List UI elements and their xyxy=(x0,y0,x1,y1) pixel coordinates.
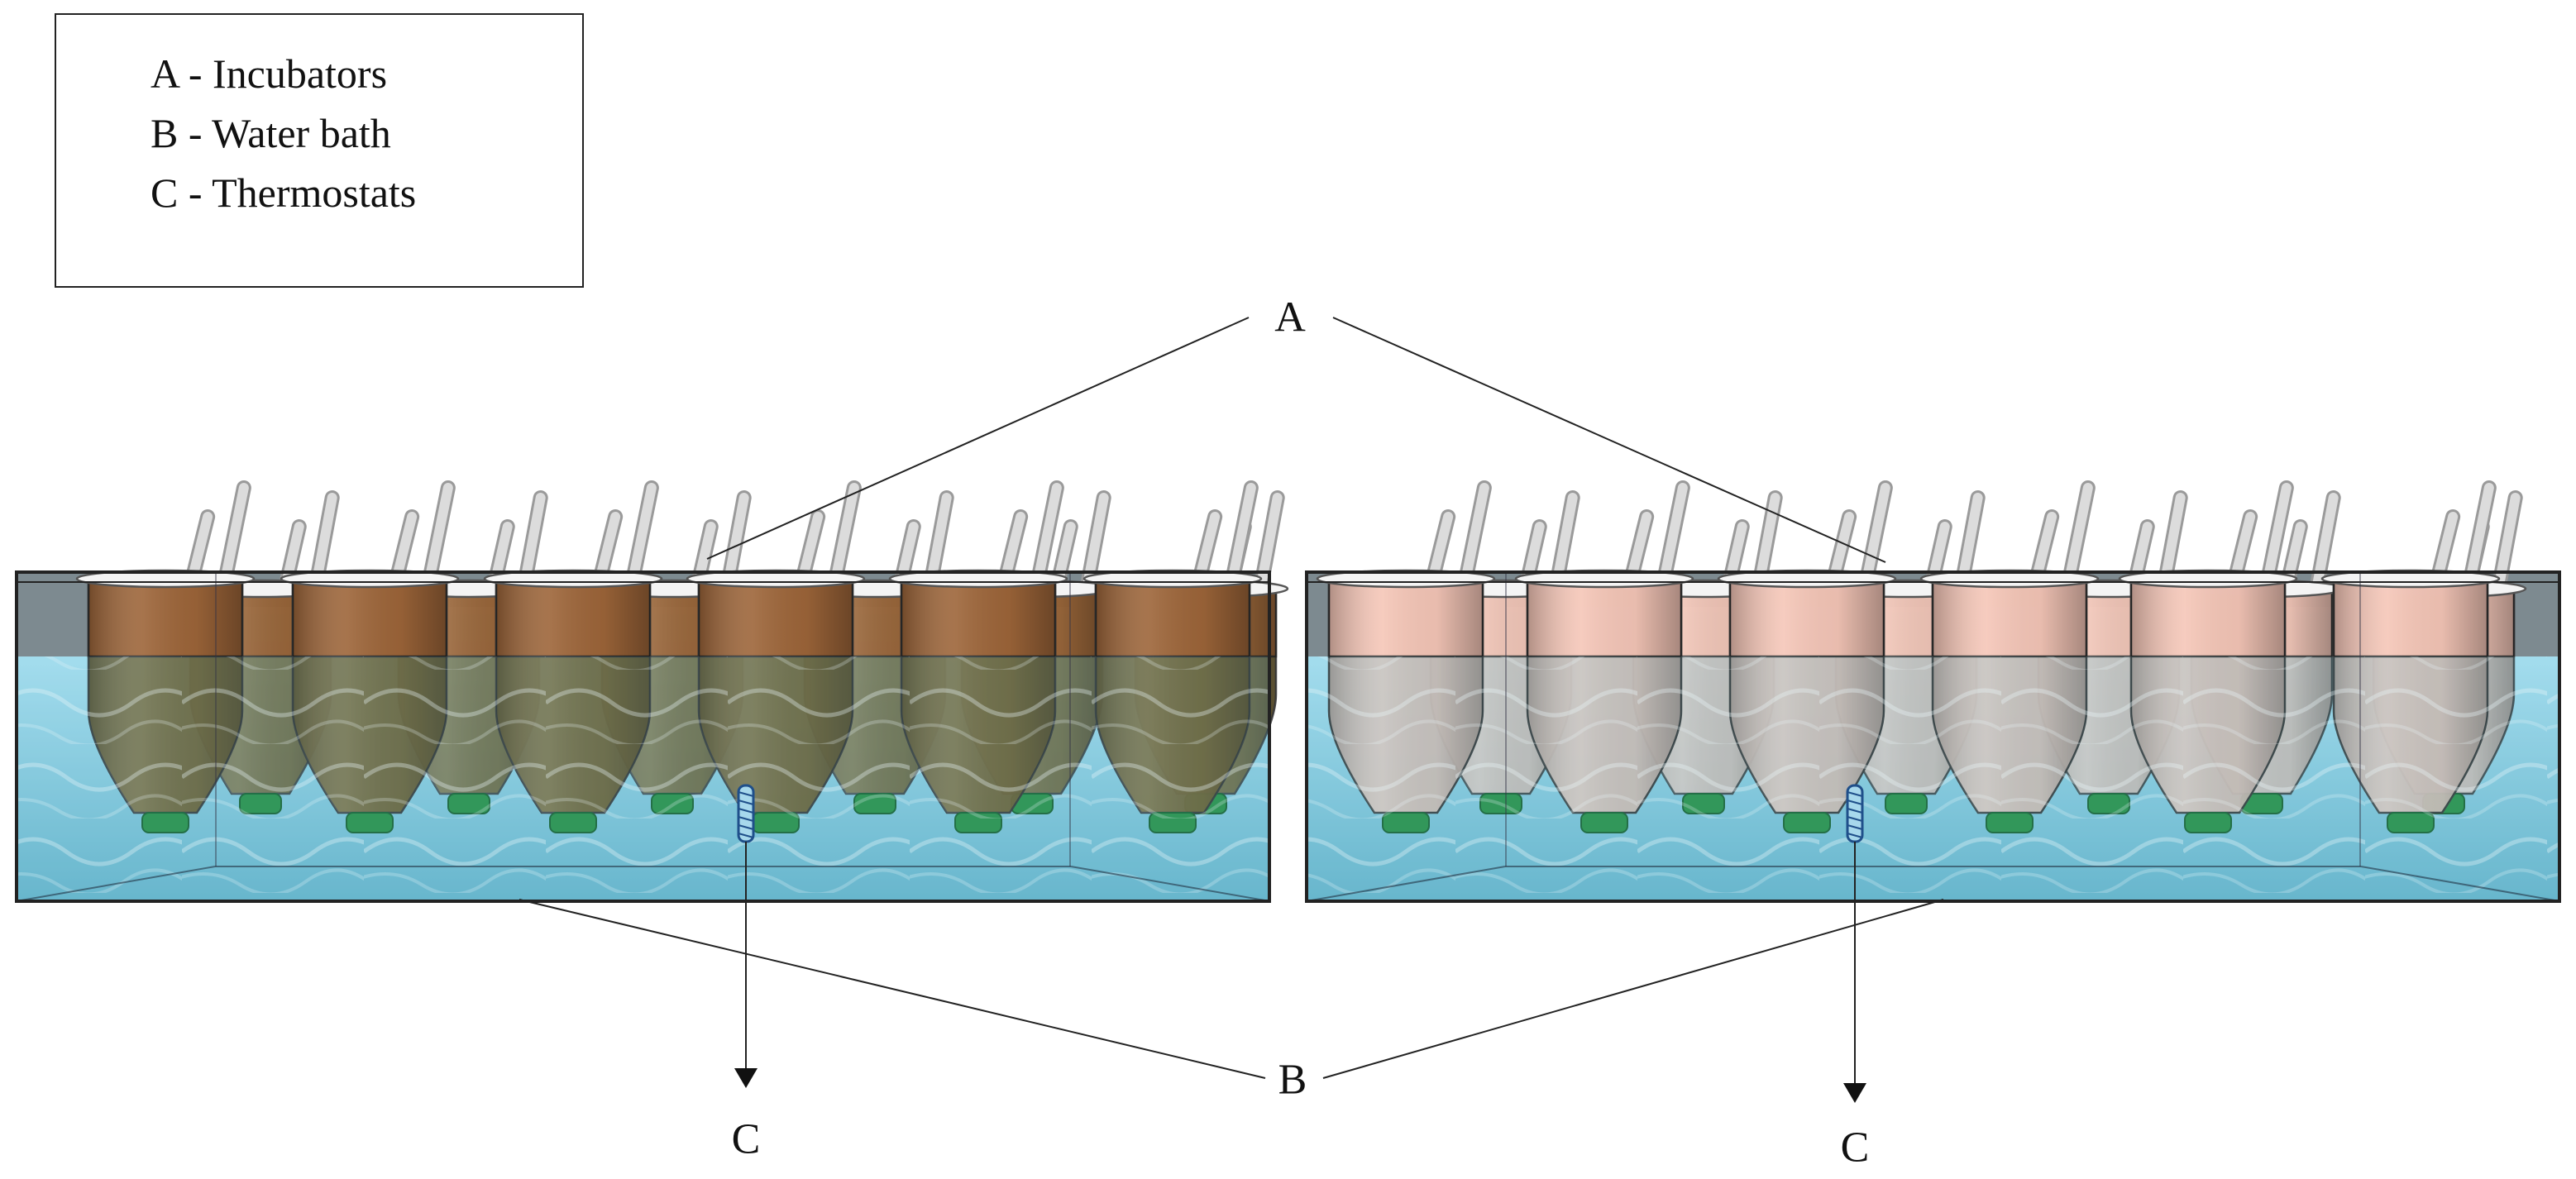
thermostat-coil xyxy=(1847,833,1863,838)
tube xyxy=(2263,483,2292,584)
tube xyxy=(1427,512,1454,584)
leader-b-right xyxy=(1322,899,1944,1079)
leader-lines xyxy=(519,317,1944,1103)
thermostat-coil xyxy=(738,824,754,830)
right-tank xyxy=(1305,480,2561,903)
water-caustics xyxy=(1307,656,2559,901)
tube xyxy=(628,483,657,584)
tank-frame xyxy=(15,570,1271,903)
tank-frame xyxy=(1305,570,2561,903)
callout-label-c-right: C xyxy=(1840,1124,1870,1172)
tank-inner-corner xyxy=(2359,572,2361,866)
tube xyxy=(220,483,249,584)
tube xyxy=(424,483,453,584)
thermostat-coil xyxy=(738,800,754,805)
tube xyxy=(595,512,621,584)
left-tank xyxy=(15,480,1289,903)
tube xyxy=(1227,483,1256,584)
tube xyxy=(2031,512,2057,584)
water-tint xyxy=(17,656,1269,901)
tank-floor-edge xyxy=(1070,866,1270,902)
tube xyxy=(1626,512,1652,584)
callout-label-c-left: C xyxy=(731,1115,761,1163)
tube xyxy=(2064,483,2093,584)
tube xyxy=(391,512,418,584)
tube xyxy=(1828,512,1855,584)
thermostat xyxy=(1846,784,1864,843)
leader-a-left xyxy=(706,317,1250,560)
legend-item-thermostats: C - Thermostats xyxy=(151,169,417,216)
arrowhead-c-right xyxy=(1843,1083,1866,1103)
tank-floor-edge xyxy=(2360,866,2560,902)
legend-item-incubators: A - Incubators xyxy=(151,50,388,97)
tube xyxy=(2432,512,2459,584)
tank-inner-corner xyxy=(1505,572,1507,866)
tank-floor-edge xyxy=(1306,866,1506,902)
water-caustics xyxy=(17,656,1269,901)
tank-floor-edge xyxy=(16,866,216,902)
thermostat-coil xyxy=(1847,800,1863,805)
leader-a-right xyxy=(1332,317,1886,563)
tube xyxy=(1000,512,1026,584)
thermostat-coil xyxy=(738,791,754,797)
tank-inner-corner xyxy=(215,572,217,866)
tube xyxy=(1033,483,1062,584)
tube xyxy=(1659,483,1688,584)
tube xyxy=(2465,483,2494,584)
tube xyxy=(797,512,824,584)
thermostat-coil xyxy=(1847,816,1863,822)
thermostat xyxy=(737,784,755,843)
callout-label-a: A xyxy=(1274,294,1306,341)
tank-inner-corner xyxy=(1069,572,1071,866)
arrowhead-c-left xyxy=(734,1068,758,1088)
legend-item-water-bath: B - Water bath xyxy=(151,110,391,156)
legend-box: A - Incubators B - Water bath C - Thermo… xyxy=(55,13,584,288)
tube xyxy=(830,483,859,584)
tube xyxy=(1862,483,1890,584)
tube xyxy=(1194,512,1221,584)
thermostat-coil xyxy=(1847,808,1863,814)
thermostat-coil xyxy=(1847,791,1863,797)
thermostat-coil xyxy=(738,816,754,822)
water-tint xyxy=(1307,656,2559,901)
thermostat-coil xyxy=(738,833,754,838)
tube xyxy=(2230,512,2256,584)
tube xyxy=(187,512,213,584)
leader-b-left xyxy=(519,899,1266,1079)
thermostat-coil xyxy=(1847,824,1863,830)
callout-label-b: B xyxy=(1278,1056,1307,1104)
tube xyxy=(1460,483,1489,584)
thermostat-coil xyxy=(738,808,754,814)
